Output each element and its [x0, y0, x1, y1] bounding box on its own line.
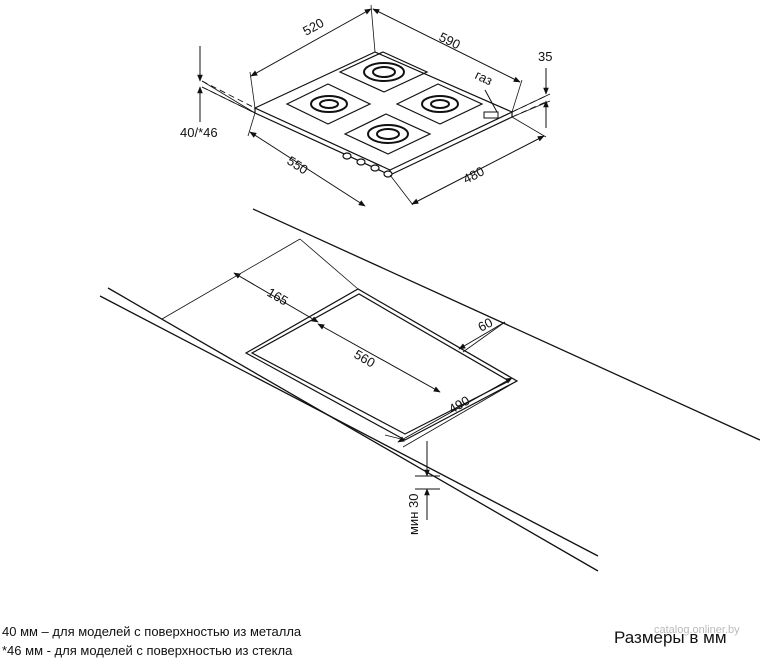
dim-line-165	[233, 272, 319, 323]
note-glass: *46 мм - для моделей с поверхностью из с…	[2, 643, 293, 658]
knob-3	[370, 164, 380, 172]
cutout-inner	[250, 293, 511, 435]
hob-dimension-lines	[197, 8, 549, 207]
dim-line-590	[372, 8, 521, 83]
burner-right	[421, 95, 459, 113]
cutout-extension-lines	[161, 238, 518, 448]
hob-front-right-edge	[389, 112, 513, 176]
label-cutout-width: 560	[352, 347, 378, 371]
note-metal: 40 мм – для моделей с поверхностью из ме…	[2, 624, 302, 639]
countertop-front-top-edge	[99, 295, 599, 557]
label-thickness: 40/*46	[180, 125, 218, 140]
countertop	[99, 208, 760, 572]
units-label: Размеры в мм	[614, 628, 727, 647]
burner-front	[367, 124, 409, 144]
pan-support-back	[338, 51, 429, 93]
label-width-top: 590	[437, 29, 463, 52]
pan-support-left	[285, 83, 372, 125]
cutout-dimension-lines	[233, 272, 513, 520]
cutout	[244, 288, 519, 441]
watermark: catalog.onliner.by	[654, 624, 740, 636]
label-back-offset: 60	[475, 315, 495, 335]
burner-left	[310, 95, 348, 113]
label-depth-top: 520	[300, 15, 326, 39]
countertop-front-bottom-edge	[107, 287, 599, 572]
dim-line-60	[458, 321, 506, 350]
dim-line-550	[249, 131, 366, 207]
gas-connector	[483, 111, 499, 119]
burner-back	[363, 62, 405, 82]
dim-line-480	[411, 135, 545, 205]
hidden-lines	[201, 80, 549, 118]
dim-line-560	[317, 323, 441, 393]
cutout-outer	[244, 288, 519, 441]
gas-leader	[484, 89, 498, 113]
pan-support-right	[395, 83, 484, 125]
dim-line-490	[397, 377, 513, 443]
countertop-back-edge	[252, 208, 760, 441]
label-width-front: 480	[461, 163, 487, 186]
hob-front-left-edge	[254, 108, 391, 176]
pan-support-front	[343, 113, 432, 155]
label-gas: газ	[473, 67, 495, 88]
dim-line-520	[250, 8, 372, 77]
dimension-drawing: 520 590 35 газ 40/*46 550 480 165 60 560…	[99, 4, 760, 572]
label-min-thickness: мин 30	[406, 494, 421, 535]
extension-lines	[201, 4, 551, 206]
knob-2	[356, 158, 366, 166]
knob-1	[342, 152, 352, 160]
notes: 40 мм – для моделей с поверхностью из ме…	[2, 622, 301, 660]
label-height: 35	[538, 49, 552, 64]
burners	[310, 62, 459, 144]
label-front-offset: 165	[265, 285, 291, 309]
